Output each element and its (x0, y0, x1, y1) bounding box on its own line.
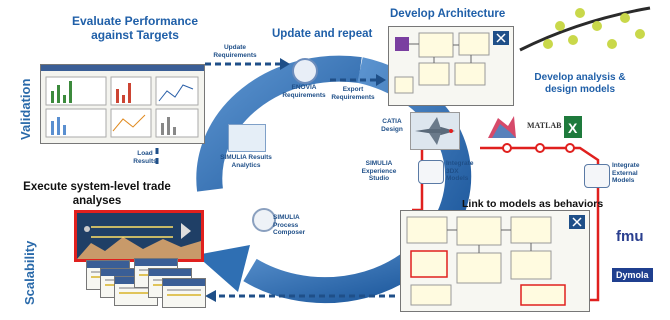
heading-develop-models: Develop analysis & design models (534, 72, 626, 95)
tool-integrate-external: Integrate External Models (612, 162, 640, 184)
flow-label-load-results: Load Results (133, 150, 157, 165)
trade-analysis-image (74, 210, 204, 262)
cycle-arrowhead (196, 245, 250, 292)
enovia-icon (292, 58, 318, 84)
cycle-arrow (196, 55, 362, 192)
label-scalability: Scalability (22, 240, 37, 305)
tool-catia: CATIA Design (381, 118, 403, 133)
behavior-model-diagram-image (400, 210, 590, 312)
svg-text:X: X (568, 120, 578, 136)
heading-develop: Develop Architecture (390, 8, 506, 20)
excel-icon (564, 116, 582, 138)
integrate-3dx-icon (418, 160, 444, 184)
process-composer-icon (252, 208, 276, 232)
trade-study-thumbnail (162, 278, 206, 308)
heading-evaluate: Evaluate Performance against Targets (71, 14, 199, 42)
analysis-tool-logos: X (488, 116, 582, 138)
performance-dashboard-image (40, 64, 205, 144)
dymola-logo: Dymola (612, 268, 653, 282)
flow-label-export-requirements: Export Requirements (331, 86, 375, 101)
heading-execute: Execute system-level trade analyses (23, 181, 171, 207)
lightbulb-icons (543, 8, 645, 49)
tool-simulia-analytics: SIMULIA Results Analytics (220, 154, 272, 169)
tool-simulia-composer: SIMULIA Process Composer (273, 214, 306, 236)
fmu-logo: fmu (616, 228, 644, 245)
results-analytics-icon (228, 124, 266, 152)
heading-update: Update and repeat (272, 28, 373, 40)
aircraft-design-image (410, 112, 460, 150)
heading-link: Link to models as behaviors (462, 198, 604, 210)
tool-enovia: ENOVIA Requirements (282, 84, 326, 99)
architecture-diagram-image (388, 26, 514, 106)
tool-integrate-3dx: Integrate 3DX Models (446, 160, 474, 182)
flow-label-update-requirements: Update Requirements (213, 44, 257, 59)
label-validation: Validation (18, 78, 33, 140)
integrate-external-icon (584, 164, 610, 188)
matlab-logo: MATLAB (527, 121, 562, 130)
tool-simulia-studio: SIMULIA Experience Studio (361, 160, 397, 182)
